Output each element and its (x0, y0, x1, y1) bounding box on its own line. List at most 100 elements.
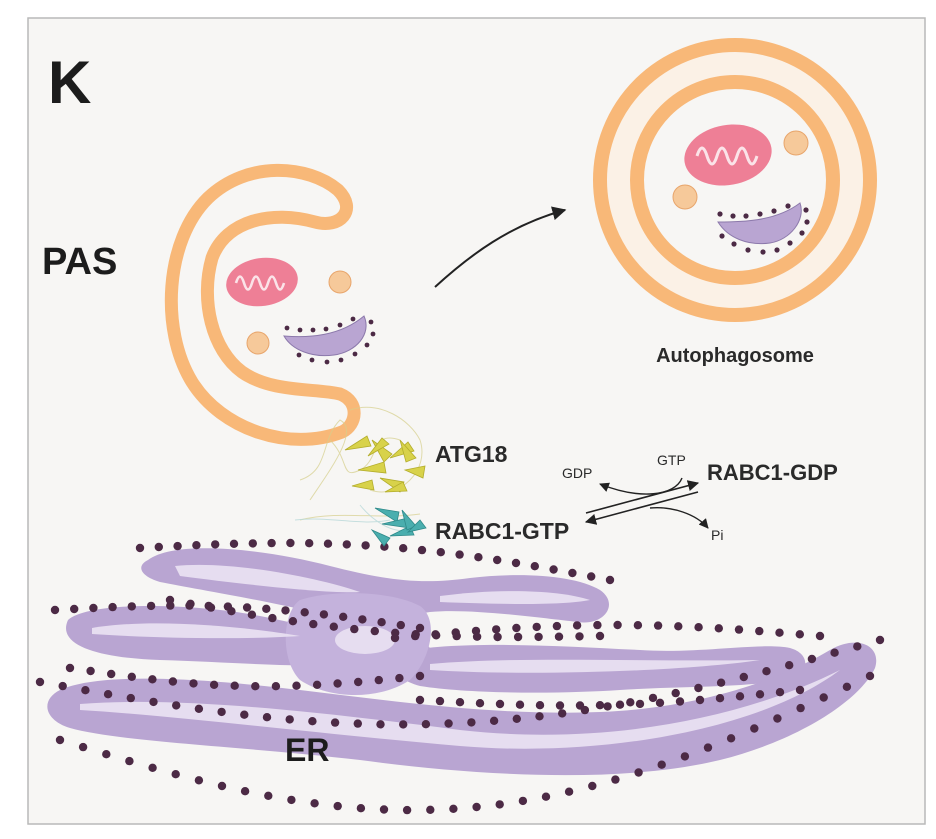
endoplasmic-reticulum (35, 538, 885, 815)
ribosome-dot (513, 632, 523, 642)
ribosome-dot (240, 710, 249, 719)
ribosome-dot (89, 603, 98, 613)
ribosome-dot (240, 787, 250, 796)
ribosome-dot (166, 601, 175, 610)
ribosome-dot (726, 734, 736, 743)
ribosome-dot (192, 541, 201, 550)
autophagosome-label: Autophagosome (656, 345, 814, 367)
ribosome-dot (78, 742, 88, 752)
ribosome-dot (716, 678, 726, 687)
ribosome-dot (333, 679, 342, 688)
ribosome-dot (451, 628, 460, 637)
ribosome-dot (377, 618, 386, 627)
gtpase-cycle (584, 477, 709, 529)
ribosome-dot (785, 661, 794, 670)
ribosome-dot (587, 572, 596, 581)
ribosome-dot (148, 763, 157, 772)
ribosome-dot (472, 802, 481, 812)
ribosome-dot (390, 633, 400, 643)
ribosome-dot (653, 621, 663, 630)
rabc1-gdp-label: RABC1-GDP (707, 460, 838, 485)
ribosome-dot (329, 622, 338, 631)
ribosome-dot (572, 621, 582, 630)
ribosome-dot (319, 610, 329, 619)
ribosome-dot (714, 624, 723, 633)
ribosome-dot (795, 685, 805, 695)
ribosome-dot (268, 613, 277, 623)
ribosome-dot (50, 605, 60, 615)
ribosome-dot (380, 542, 389, 551)
ribosome-dot (379, 805, 389, 814)
ribosome-dot (703, 743, 713, 752)
ribosome-dot (281, 606, 290, 615)
ribosome-dot (229, 539, 239, 548)
ribosome-dot (750, 724, 759, 733)
ribosome-dot (211, 540, 220, 549)
ribosome-dot (305, 539, 314, 548)
ribosome-dot (310, 799, 319, 808)
ribosome-dot (189, 679, 198, 688)
ribosome-dot (374, 675, 383, 685)
ribosome-dot (588, 781, 597, 791)
ribosome-dot (126, 693, 135, 703)
ribosome-dot (493, 632, 502, 642)
ribosome-dot (865, 671, 875, 681)
ribosome-dot (455, 698, 465, 707)
ribosome-dot (875, 635, 885, 645)
ribosome-dot (807, 654, 817, 664)
ribosome-dot (694, 623, 703, 632)
ribosome-dot (251, 682, 260, 691)
gdp-label: GDP (562, 465, 592, 481)
ribosome-dot (535, 712, 544, 721)
ribosome-dot (55, 735, 65, 745)
er-label: ER (285, 732, 329, 768)
ribosome-dot (549, 565, 558, 574)
ribosome-dot (495, 800, 504, 809)
ribosome-dot (511, 558, 521, 568)
mitochondrion-icon (684, 124, 772, 186)
ribosome-dot (135, 543, 145, 553)
ribosome-dot (674, 622, 683, 631)
ribosome-dot (194, 776, 204, 785)
ribosome-dot (415, 671, 425, 681)
ribosome-dot (580, 705, 590, 715)
ribosome-dot (735, 692, 745, 701)
ribosome-dot (287, 795, 296, 805)
ribosome-dot (58, 681, 67, 691)
ribosome-dot (471, 626, 481, 636)
ribosome-dot (755, 690, 765, 699)
ribosome-dot (333, 801, 342, 811)
ribosome-dot (611, 775, 620, 784)
ribosome-dot (65, 663, 75, 673)
ribosome-dot (739, 672, 748, 682)
ribosome-dot (146, 601, 156, 611)
ribosome-dot (449, 804, 458, 813)
ribosome-dot (339, 612, 348, 621)
ribosome-dot (568, 568, 577, 578)
ribosome-dot (492, 625, 501, 634)
ribosome-dot (518, 796, 528, 806)
ribosome-dot (411, 631, 420, 641)
ribosome-dot (436, 548, 445, 557)
ribosome-dot (171, 770, 180, 779)
panel-label: K (48, 49, 91, 116)
ribosome-dot (149, 697, 158, 707)
ribosome-dot (148, 675, 157, 684)
vesicle-icon (672, 184, 698, 210)
ribosome-dot (223, 602, 233, 611)
ribosome-dot (330, 718, 340, 727)
ribosome-dot (309, 619, 318, 629)
ribosome-dot (853, 642, 862, 651)
ribosome-dot (635, 699, 645, 709)
ribosome-dot (35, 677, 45, 687)
ribosome-dot (286, 538, 295, 548)
ribosome-dot (217, 781, 227, 791)
hydrolysis-arrow (584, 491, 699, 525)
ribosome-dot (595, 631, 605, 641)
ribosome-dot (370, 626, 379, 636)
ribosome-dot (593, 620, 602, 630)
ribosome-dot (242, 603, 252, 612)
vesicle-icon (246, 331, 270, 355)
ribosome-dot (495, 699, 505, 709)
